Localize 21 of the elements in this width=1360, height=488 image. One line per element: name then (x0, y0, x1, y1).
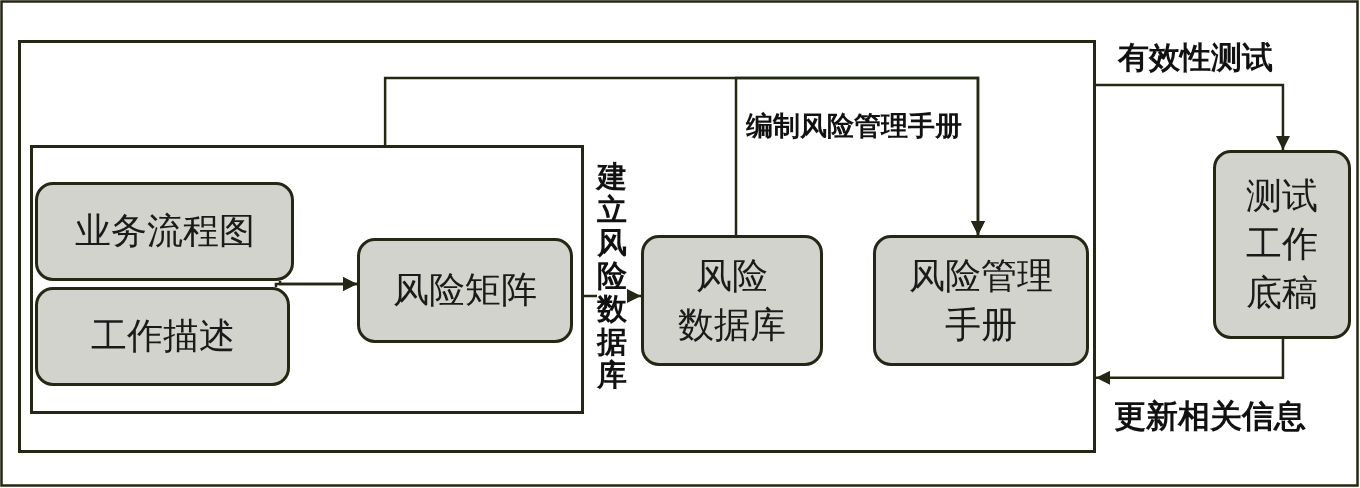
process-box (1213, 150, 1351, 339)
arrow (1096, 83, 1290, 150)
edge-label: 更新相关信息 (1114, 398, 1306, 435)
process-box (873, 235, 1089, 366)
process-box (35, 182, 294, 281)
process-box (35, 287, 290, 386)
node-text: 工作描述 (90, 314, 235, 359)
arrow (1096, 339, 1285, 385)
node-text: 业务流程图 (74, 209, 255, 254)
process-box (641, 235, 823, 366)
process-box (357, 238, 573, 343)
node-text: 风险数据库 (678, 253, 786, 347)
edge-label: 编制风险管理手册 (746, 110, 962, 142)
node-text: 测试工作底稿 (1245, 173, 1319, 315)
node-text: 风险矩阵 (393, 268, 537, 313)
container-frame (18, 40, 1096, 453)
arrow (734, 76, 985, 235)
edge-label: 建立风险数据库 (597, 160, 627, 391)
group-frame (30, 145, 584, 414)
edge-label: 有效性测试 (1118, 40, 1273, 76)
node-text: 风险管理手册 (908, 253, 1054, 347)
